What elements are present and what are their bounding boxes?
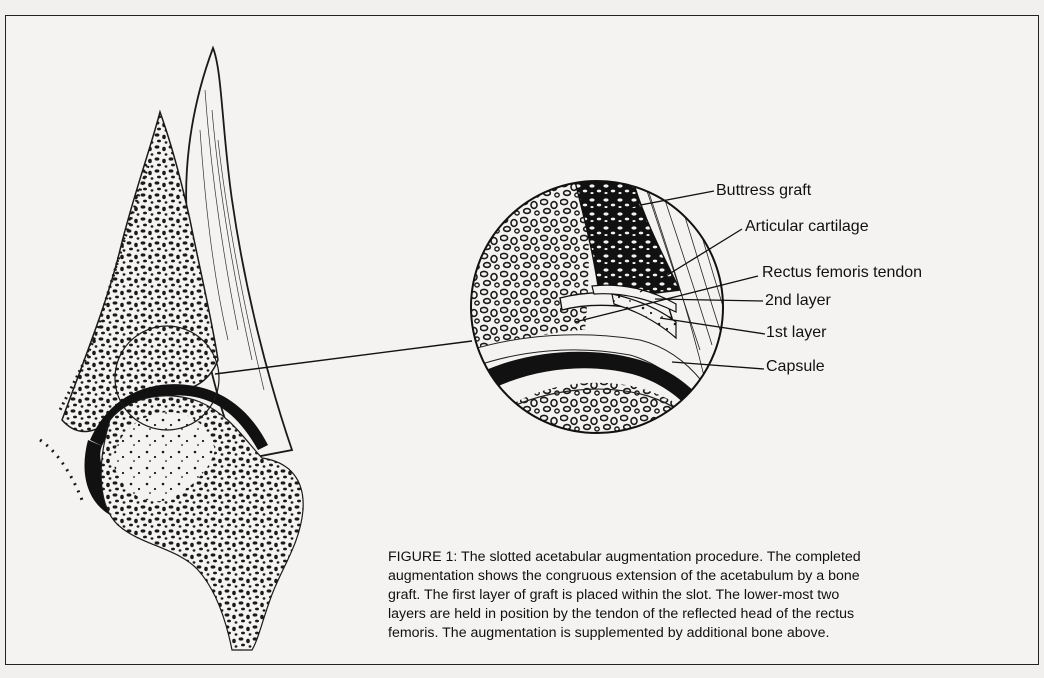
caption-line-2: augmentation shows the congruous extensi… [388, 567, 1028, 586]
label-rectus-femoris-tendon: Rectus femoris tendon [762, 264, 922, 282]
caption-line-4: layers are held in position by the tendo… [388, 605, 1028, 624]
label-first-layer: 1st layer [766, 324, 826, 342]
label-second-layer: 2nd layer [765, 292, 831, 310]
label-capsule: Capsule [766, 358, 825, 376]
pelvis-and-femur [40, 48, 303, 650]
label-articular-cartilage: Articular cartilage [745, 218, 869, 236]
magnified-inset [460, 170, 724, 470]
caption-line-5: femoris. The augmentation is supplemente… [388, 624, 1028, 643]
figure-caption: FIGURE 1: The slotted acetabular augment… [388, 548, 1028, 643]
label-buttress-graft: Buttress graft [716, 182, 811, 200]
caption-line-1: FIGURE 1: The slotted acetabular augment… [388, 548, 1028, 567]
caption-line-3: graft. The first layer of graft is place… [388, 586, 1028, 605]
